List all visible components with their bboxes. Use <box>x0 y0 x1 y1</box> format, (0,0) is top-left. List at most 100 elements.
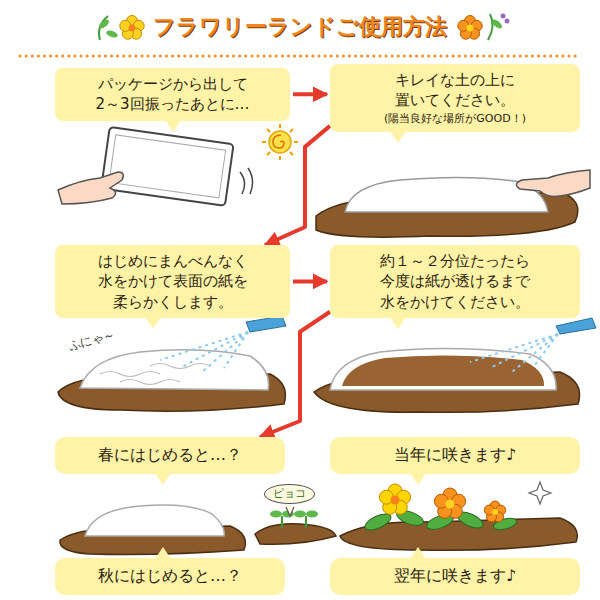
step-bubble: キレイな土の上に 置いてください。(陽当良好な場所がGOOD！) <box>330 64 580 132</box>
title-decoration <box>458 16 482 40</box>
sun <box>279 156 281 160</box>
pyoko-tail <box>286 507 294 516</box>
title-decoration <box>490 18 503 30</box>
flowers <box>446 500 455 509</box>
wet-paper <box>512 334 558 372</box>
text-line: 置いてください。 <box>342 90 568 110</box>
sound-word: ふにゃ～ <box>67 326 118 354</box>
flowers <box>391 496 400 505</box>
bubble-text: 春にはじめると…？ <box>67 445 273 466</box>
sprouts <box>255 524 336 545</box>
sun <box>269 131 291 153</box>
bubble-text: キレイな土の上に 置いてください。 <box>342 70 568 111</box>
flowers <box>529 482 551 504</box>
result-bubble: 翌年に咲きます♪ <box>330 558 580 595</box>
flow-arrow <box>293 279 327 283</box>
wet-paper <box>330 348 556 390</box>
package-on-soil <box>516 170 590 196</box>
wet-paper <box>470 334 558 372</box>
seeded-soil <box>60 505 246 555</box>
title-decoration <box>120 16 144 40</box>
title-decoration <box>505 19 510 24</box>
text-line: 今度は紙が透けるまで <box>342 271 568 291</box>
sprouts <box>255 511 336 545</box>
text-line: パッケージから出して <box>67 74 278 94</box>
hand-with-package <box>109 135 226 198</box>
text-line: 2～3回振ったあとに… <box>67 94 278 114</box>
bubble-text: 当年に咲きます♪ <box>342 445 568 466</box>
watering-paper <box>160 332 248 372</box>
seeded-soil <box>85 505 224 536</box>
flowers <box>484 501 505 522</box>
text-line: 翌年に咲きます♪ <box>342 566 568 587</box>
step-bubble: 約１～２分位たったら 今度は紙が透けるまで 水をかけてください。 <box>330 245 580 318</box>
sun <box>294 141 298 143</box>
wet-paper <box>314 318 596 412</box>
title-decoration <box>129 25 136 32</box>
sun <box>267 152 270 155</box>
pyoko-tail <box>286 507 294 516</box>
flowers <box>434 488 465 518</box>
flow-arrow <box>260 312 330 437</box>
sun <box>262 124 298 160</box>
hand-with-package <box>240 168 253 194</box>
watering-paper <box>58 316 286 411</box>
sun <box>290 129 293 132</box>
sun <box>262 141 266 143</box>
wet-paper <box>470 334 558 362</box>
bubble-text: パッケージから出して 2～3回振ったあとに… <box>67 74 278 115</box>
text-line: 秋にはじめると…？ <box>67 566 273 587</box>
flow-arrow <box>265 126 330 245</box>
wet-paper <box>556 318 596 334</box>
speech-bubble: ピョコ <box>264 484 315 504</box>
title-decoration <box>488 14 493 40</box>
watering-paper <box>202 332 248 372</box>
sprouts <box>270 511 282 518</box>
text-line: 水をかけて表面の紙を <box>67 271 278 291</box>
sprouts <box>306 511 318 518</box>
title: フラワリーランドご使用方法 <box>0 12 600 42</box>
watering-paper <box>180 332 248 368</box>
package-on-soil <box>316 170 590 237</box>
text-line: キレイな土の上に <box>342 70 568 90</box>
season-bubble: 春にはじめると…？ <box>55 437 285 474</box>
bubble-note: (陽当良好な場所がGOOD！) <box>342 111 568 126</box>
flowers <box>379 484 410 514</box>
bubble-text: 翌年に咲きます♪ <box>342 566 568 587</box>
sprouts <box>282 516 306 528</box>
hand-with-package <box>101 127 233 206</box>
title-decoration <box>467 25 474 32</box>
hand-with-package <box>101 127 233 206</box>
text-line: 春にはじめると…？ <box>67 445 273 466</box>
flow-arrow <box>293 92 327 96</box>
season-bubble: 秋にはじめると…？ <box>55 558 285 595</box>
bubble-text: はじめにまんべんなく 水をかけて表面の紙を 柔らかくします。 <box>67 251 278 312</box>
bubble-text: 約１～２分位たったら 今度は紙が透けるまで 水をかけてください。 <box>342 251 568 312</box>
text-line: はじめにまんべんなく <box>67 251 278 271</box>
step-bubble: パッケージから出して 2～3回振ったあとに… <box>55 68 290 121</box>
flowers <box>340 482 577 550</box>
watering-paper <box>246 316 286 332</box>
sprouts <box>294 511 306 518</box>
title-decoration <box>501 14 506 19</box>
text-line: 当年に咲きます♪ <box>342 445 568 466</box>
text-line: ピョコ <box>273 487 306 501</box>
title-decoration <box>20 55 580 58</box>
bubble-text: ピョコ <box>273 487 306 501</box>
text-line: 柔らかくします。 <box>67 292 278 312</box>
title-decoration <box>105 29 118 39</box>
flowers <box>492 509 498 515</box>
sun <box>290 152 293 155</box>
bubble-text: 秋にはじめると…？ <box>67 566 273 587</box>
step-bubble: はじめにまんべんなく 水をかけて表面の紙を 柔らかくします。 <box>55 245 290 318</box>
wet-paper <box>534 334 558 366</box>
hand-with-package <box>58 172 123 204</box>
sun <box>267 129 270 132</box>
hand-with-package <box>58 127 253 206</box>
text-line: 水をかけてください。 <box>342 292 568 312</box>
watering-paper <box>100 364 210 385</box>
result-bubble: 当年に咲きます♪ <box>330 437 580 474</box>
sun <box>273 135 284 148</box>
sun <box>262 124 298 160</box>
